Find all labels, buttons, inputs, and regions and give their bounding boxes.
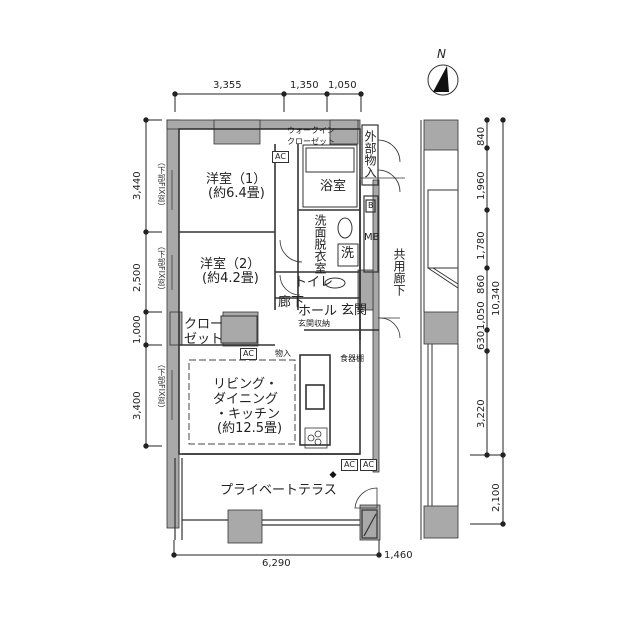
dim-left-4: 3,400 (132, 391, 143, 420)
room-terrace: プライベートテラス (220, 483, 337, 498)
room-western2-area: (約4.2畳) (202, 271, 259, 286)
dim-right-2: 1,960 (476, 171, 487, 200)
room-bathroom: 浴室 (320, 179, 347, 194)
compass-north-label: N (437, 47, 446, 61)
room-ldk-line1: リビング・ (213, 377, 279, 392)
room-western1-area: (約6.4畳) (208, 186, 265, 201)
dim-left-1: 3,440 (132, 171, 143, 200)
room-cupboard: 食器棚 (340, 354, 364, 363)
room-corridor: 廊下 (278, 295, 305, 310)
dim-right-6: 630 (476, 330, 487, 350)
dim-right-7: 3,220 (476, 399, 487, 428)
dim-right-total: 10,340 (491, 281, 502, 316)
dim-right-terrace: 2,100 (491, 483, 502, 512)
shared-corridor-label: 共用廊下 (392, 248, 406, 296)
room-western2-name: 洋室（2） (200, 257, 261, 272)
room-washroom: 洗面脱衣室 (313, 214, 327, 274)
room-outside-storage: 外部物入 (363, 130, 377, 178)
dim-right-1: 840 (476, 126, 487, 146)
room-ldk-area: (約12.5畳) (217, 421, 283, 436)
room-ldk-line2: ダイニング (213, 392, 279, 407)
dim-left-2: 2,500 (132, 263, 143, 292)
ac-label-terrace-2: AC (360, 459, 377, 471)
room-western1-name: 洋室（1） (206, 172, 267, 187)
room-ldk-line3: ・キッチン (215, 407, 281, 422)
room-walkin-line1: ウォークイン (287, 126, 335, 135)
dim-bottom-2: 1,460 (384, 550, 413, 561)
ac-label-terrace-1: AC (341, 459, 358, 471)
room-storage: 物入 (275, 349, 291, 358)
room-toilet: トイレ (294, 275, 334, 290)
room-mb: MB (364, 232, 380, 243)
room-washer: 洗 (341, 246, 355, 261)
room-walkin-line2: クローゼット (287, 137, 335, 146)
dim-right-3: 1,780 (476, 231, 487, 260)
dim-right-4: 860 (476, 274, 487, 294)
dim-right-5: 1,050 (476, 301, 487, 330)
dim-top-2: 1,350 (290, 80, 319, 91)
dim-left-3: 1,000 (132, 315, 143, 344)
dim-top-1: 3,355 (213, 80, 242, 91)
window-label-2: （下部FIX窓） (157, 242, 166, 295)
room-closet-line2: ゼット (184, 332, 224, 347)
room-b: B (368, 201, 374, 210)
room-closet-line1: クロー (184, 317, 224, 332)
dim-top-3: 1,050 (328, 80, 357, 91)
ac-label-ldk: AC (240, 348, 257, 360)
window-label-3: （下部FIX窓） (157, 360, 166, 413)
room-entrance: 玄関 (341, 303, 368, 318)
window-label-1: （下部FIX窓） (157, 158, 166, 211)
room-hall: ホール (298, 304, 338, 319)
room-entrance-storage: 玄関収納 (298, 319, 330, 328)
ac-label-walkin: AC (272, 151, 289, 163)
dim-bottom-1: 6,290 (262, 558, 291, 569)
